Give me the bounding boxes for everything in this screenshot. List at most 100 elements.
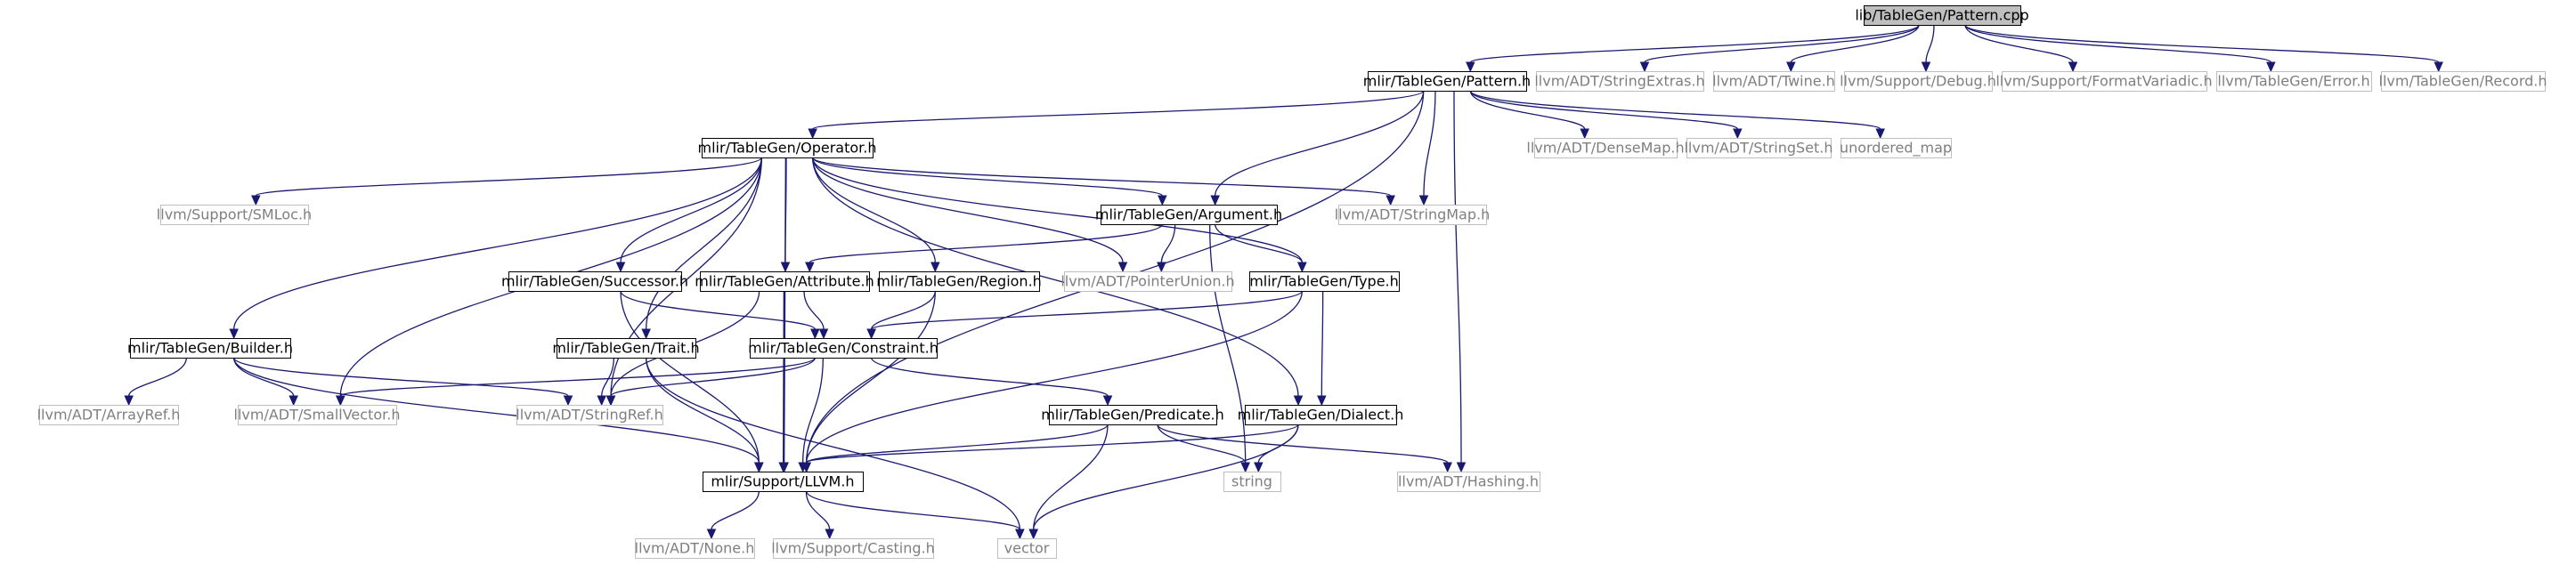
edge-type_h-to-llvm_h — [801, 290, 1303, 473]
node-box — [1064, 271, 1232, 292]
edge-argument_h-to-string — [1209, 223, 1250, 473]
node-box — [1844, 71, 1993, 92]
edge-builder_h-to-smallvector — [233, 357, 298, 407]
node-stringset: llvm/ADT/StringSet.h — [1684, 138, 1833, 158]
node-label: llvm/ADT/None.h — [635, 540, 755, 557]
edge-pattern_h-to-stringset — [1469, 90, 1743, 140]
node-region-h[interactable]: mlir/TableGen/Region.h — [876, 271, 1042, 292]
node-box — [2381, 71, 2546, 92]
node-box — [773, 538, 934, 559]
node-label: mlir/TableGen/Constraint.h — [748, 340, 939, 357]
node-box — [703, 472, 864, 492]
node-smloc: llvm/Support/SMLoc.h — [157, 205, 312, 225]
node-llvm-h[interactable]: mlir/Support/LLVM.h — [703, 472, 864, 492]
node-dialect-h[interactable]: mlir/TableGen/Dialect.h — [1238, 405, 1404, 425]
edge-operator_h-to-successor_h — [615, 157, 762, 273]
node-constraint-h[interactable]: mlir/TableGen/Constraint.h — [748, 338, 939, 359]
node-box — [997, 538, 1057, 559]
node-box — [1249, 271, 1400, 292]
node-label: llvm/ADT/DenseMap.h — [1526, 140, 1684, 157]
node-box — [879, 271, 1040, 292]
edge-region_h-to-constraint_h — [866, 290, 936, 340]
node-smallvector: llvm/ADT/SmallVector.h — [234, 405, 400, 425]
edge-operator_h-to-trait_h — [641, 157, 762, 340]
node-label: mlir/TableGen/Trait.h — [552, 340, 699, 357]
node-box — [1536, 71, 1704, 92]
node-record: llvm/TableGen/Record.h — [2379, 71, 2548, 92]
node-box — [635, 538, 755, 559]
node-label: llvm/ADT/StringRef.h — [516, 407, 662, 424]
edge-argument_h-to-type_h — [1215, 223, 1307, 273]
edge-pattern_h-to-stringmap — [1418, 90, 1436, 206]
edge-attribute_h-to-llvm_h — [778, 290, 788, 473]
node-box — [702, 138, 874, 158]
node-none: llvm/ADT/None.h — [635, 538, 755, 559]
node-label: llvm/Support/FormatVariadic.h — [1995, 73, 2212, 90]
edge-pattern_h-to-argument_h — [1210, 90, 1425, 206]
edge-predicate_h-to-vector — [1028, 424, 1109, 540]
edge-builder_h-to-stringref — [233, 357, 573, 407]
node-successor-h[interactable]: mlir/TableGen/Successor.h — [501, 271, 688, 292]
node-label: mlir/TableGen/Attribute.h — [695, 273, 874, 290]
edge-argument_h-to-pointerunion — [1157, 223, 1176, 273]
edge-root-to-pattern_h — [1466, 24, 1920, 73]
edge-operator_h-to-argument_h — [812, 157, 1167, 206]
edge-pattern_h-to-unordered_map — [1469, 90, 1885, 140]
edge-operator_h-to-builder_h — [229, 157, 762, 340]
node-stringmap: llvm/ADT/StringMap.h — [1335, 205, 1491, 225]
node-pattern-h[interactable]: mlir/TableGen/Pattern.h — [1363, 71, 1531, 92]
edge-llvm_h-to-vector — [806, 490, 1025, 540]
node-stringref: llvm/ADT/StringRef.h — [516, 405, 663, 425]
node-box — [1338, 205, 1487, 225]
node-label: mlir/Support/LLVM.h — [711, 473, 854, 490]
edge-predicate_h-to-string — [1157, 424, 1250, 473]
node-builder-h[interactable]: mlir/TableGen/Builder.h — [127, 338, 293, 359]
node-label: mlir/TableGen/Type.h — [1249, 273, 1399, 290]
node-label: mlir/TableGen/Region.h — [876, 273, 1042, 290]
node-box — [1049, 405, 1217, 425]
node-box — [700, 271, 870, 292]
edge-operator_h-to-stringmap — [812, 157, 1395, 206]
edge-dialect_h-to-llvm_h — [801, 424, 1299, 473]
edge-constraint_h-to-llvm_h — [798, 357, 824, 473]
node-attribute-h[interactable]: mlir/TableGen/Attribute.h — [695, 271, 874, 292]
edge-argument_h-to-attribute_h — [805, 223, 1163, 273]
node-box — [516, 405, 663, 425]
edge-constraint_h-to-smallvector — [336, 357, 816, 407]
node-label: llvm/ADT/Hashing.h — [1398, 473, 1539, 490]
edge-root-to-error — [1964, 24, 2276, 73]
edge-builder_h-to-arrayref — [124, 357, 187, 407]
node-box — [2002, 71, 2207, 92]
edge-attribute_h-to-constraint_h — [803, 290, 829, 340]
edge-operator_h-to-dialect_h — [812, 157, 1304, 407]
edge-trait_h-to-llvm_h — [646, 357, 764, 473]
edge-operator_h-to-pointerunion — [812, 157, 1128, 273]
edge-predicate_h-to-hashing — [1157, 424, 1452, 473]
node-label: llvm/ADT/StringMap.h — [1335, 206, 1491, 223]
node-casting: llvm/Support/Casting.h — [771, 538, 935, 559]
node-arrayref: llvm/ADT/ArrayRef.h — [37, 405, 180, 425]
node-label: mlir/TableGen/Pattern.h — [1363, 73, 1531, 90]
edge-successor_h-to-constraint_h — [620, 290, 820, 340]
node-error: llvm/TableGen/Error.h — [2216, 71, 2372, 92]
node-label: string — [1231, 473, 1272, 490]
node-label: llvm/ADT/Twine.h — [1712, 73, 1835, 90]
node-argument-h[interactable]: mlir/TableGen/Argument.h — [1095, 205, 1282, 225]
node-label: llvm/ADT/PointerUnion.h — [1060, 273, 1234, 290]
edge-operator_h-to-region_h — [812, 157, 940, 273]
node-type-h[interactable]: mlir/TableGen/Type.h — [1249, 271, 1400, 292]
node-box — [1864, 5, 2021, 26]
node-densemap: llvm/ADT/DenseMap.h — [1526, 138, 1685, 158]
node-label: llvm/Support/Casting.h — [771, 540, 935, 557]
edge-predicate_h-to-llvm_h — [801, 424, 1109, 473]
node-hashing: llvm/ADT/Hashing.h — [1397, 472, 1540, 492]
node-box — [750, 338, 938, 359]
node-string: string — [1223, 472, 1281, 492]
edge-root-to-debug — [1921, 24, 1935, 73]
node-trait-h[interactable]: mlir/TableGen/Trait.h — [552, 338, 700, 359]
edge-type_h-to-dialect_h — [1317, 290, 1327, 407]
node-operator-h[interactable]: mlir/TableGen/Operator.h — [698, 138, 877, 158]
edge-constraint_h-to-predicate_h — [871, 357, 1113, 407]
edge-operator_h-to-smloc — [251, 157, 762, 206]
node-predicate-h[interactable]: mlir/TableGen/Predicate.h — [1041, 405, 1224, 425]
